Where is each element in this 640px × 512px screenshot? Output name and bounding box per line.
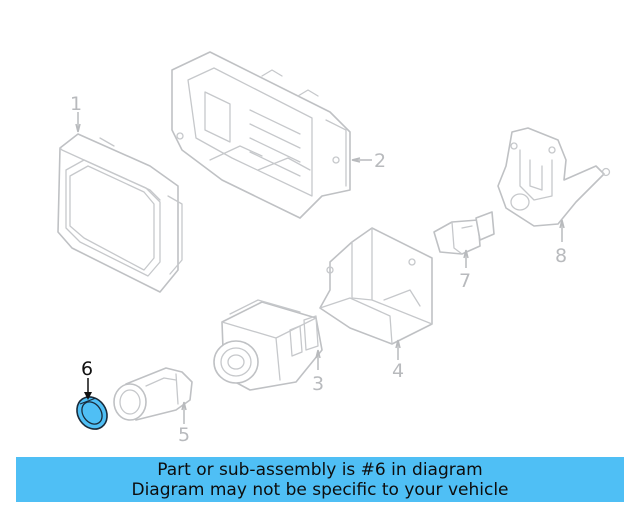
callout-4: 4 — [392, 360, 404, 382]
part-8-plate[interactable] — [497, 127, 611, 227]
part-2-bracket[interactable] — [171, 51, 351, 219]
part-5-sensor[interactable] — [113, 367, 193, 421]
part-3-camera[interactable] — [213, 299, 323, 391]
part-1-module[interactable] — [57, 133, 183, 293]
callout-3: 3 — [312, 373, 324, 395]
callout-5: 5 — [178, 424, 190, 446]
callout-6-leader — [84, 378, 92, 400]
callout-7: 7 — [459, 270, 471, 292]
callout-1: 1 — [70, 93, 82, 115]
callout-8: 8 — [555, 245, 567, 267]
callout-2: 2 — [374, 150, 386, 172]
callout-leaders — [75, 112, 565, 424]
banner-line-1: Part or sub-assembly is #6 in diagram — [157, 459, 483, 480]
banner-line-2: Diagram may not be specific to your vehi… — [131, 479, 509, 500]
part-7-connector[interactable] — [433, 211, 495, 255]
part-4-bracket[interactable] — [319, 227, 433, 345]
part-6-sensor-ring[interactable] — [71, 391, 113, 435]
callout-6: 6 — [81, 358, 93, 380]
info-banner: Part or sub-assembly is #6 in diagram Di… — [16, 457, 624, 502]
